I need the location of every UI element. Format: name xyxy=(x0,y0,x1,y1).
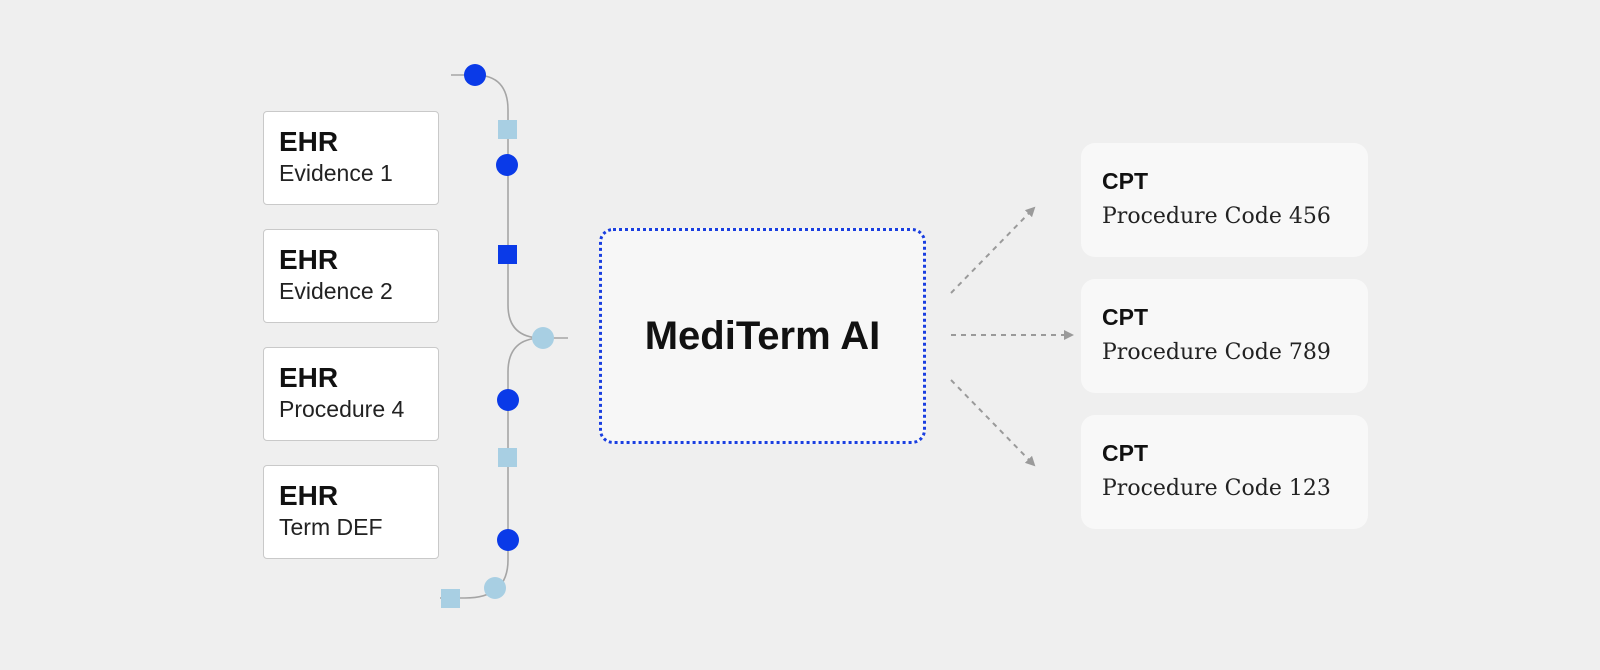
cpt-card-title: CPT xyxy=(1102,168,1148,194)
ehr-card-subtitle: Evidence 2 xyxy=(279,278,393,304)
ehr-card-title: EHR xyxy=(279,480,339,511)
ehr-card: EHR Term DEF xyxy=(263,465,439,559)
output-arrow xyxy=(950,379,1036,467)
timeline-node xyxy=(441,589,460,608)
ehr-card: EHR Evidence 2 xyxy=(263,229,439,323)
mediterm-ai-box: MediTerm AI xyxy=(599,228,926,444)
timeline-node xyxy=(498,120,517,139)
timeline-line xyxy=(440,337,543,599)
timeline-node xyxy=(498,245,517,264)
ehr-card-title: EHR xyxy=(279,126,339,157)
ehr-card-subtitle: Evidence 1 xyxy=(279,160,393,186)
timeline-node xyxy=(497,389,519,411)
ehr-card-title: EHR xyxy=(279,244,339,275)
ehr-card-subtitle: Term DEF xyxy=(279,514,383,540)
cpt-card: CPT Procedure Code 456 xyxy=(1081,143,1368,257)
merge-node xyxy=(532,327,554,349)
ehr-card-title: EHR xyxy=(279,362,339,393)
timeline-node xyxy=(464,64,486,86)
cpt-card-title: CPT xyxy=(1102,440,1148,466)
mediterm-ai-label: MediTerm AI xyxy=(644,313,881,358)
cpt-card-subtitle: Procedure Code 456 xyxy=(1102,204,1331,229)
ehr-card-subtitle: Procedure 4 xyxy=(279,396,405,422)
timeline-node xyxy=(498,448,517,467)
ehr-card: EHR Evidence 1 xyxy=(263,111,439,205)
timeline-node xyxy=(484,577,506,599)
timeline-node xyxy=(496,154,518,176)
cpt-card: CPT Procedure Code 789 xyxy=(1081,279,1368,393)
output-arrow xyxy=(950,206,1036,294)
timeline-line xyxy=(451,74,568,339)
cpt-card-subtitle: Procedure Code 789 xyxy=(1102,340,1331,365)
cpt-card: CPT Procedure Code 123 xyxy=(1081,415,1368,529)
cpt-card-title: CPT xyxy=(1102,304,1148,330)
ehr-card: EHR Procedure 4 xyxy=(263,347,439,441)
timeline-node xyxy=(497,529,519,551)
cpt-card-subtitle: Procedure Code 123 xyxy=(1102,476,1331,501)
